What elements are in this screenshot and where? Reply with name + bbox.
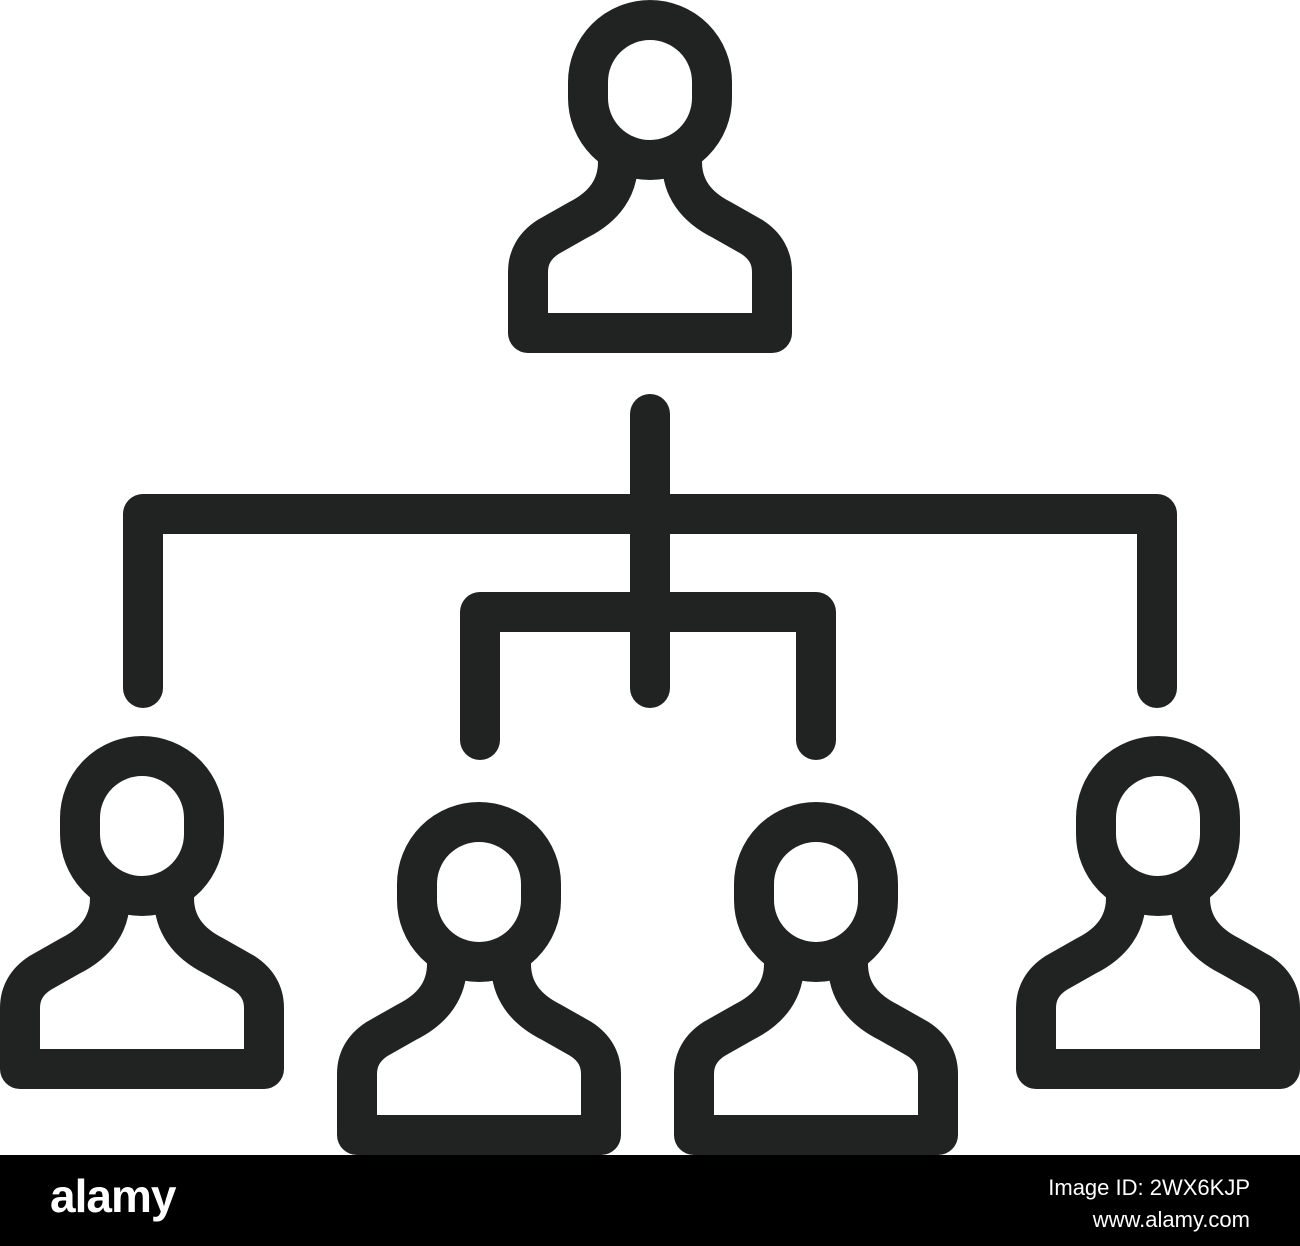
person-bottom-left-icon — [0, 736, 284, 1089]
illustration-area — [0, 0, 1300, 1155]
site-url-label: www.alamy.com — [1092, 1207, 1250, 1232]
person-top-icon — [508, 0, 792, 353]
brand-logo: alamy — [50, 1170, 176, 1222]
watermark-footer: alamy Image ID: 2WX6KJP www.alamy.com — [0, 1155, 1300, 1246]
person-bottom-inner-right-icon — [674, 802, 958, 1155]
person-bottom-inner-left-icon — [337, 802, 621, 1155]
hierarchy-connector-lines — [123, 394, 1177, 760]
image-id-label: Image ID: 2WX6KJP — [1048, 1175, 1250, 1200]
person-bottom-right-icon — [1016, 736, 1300, 1089]
org-hierarchy-icon — [0, 0, 1300, 1155]
